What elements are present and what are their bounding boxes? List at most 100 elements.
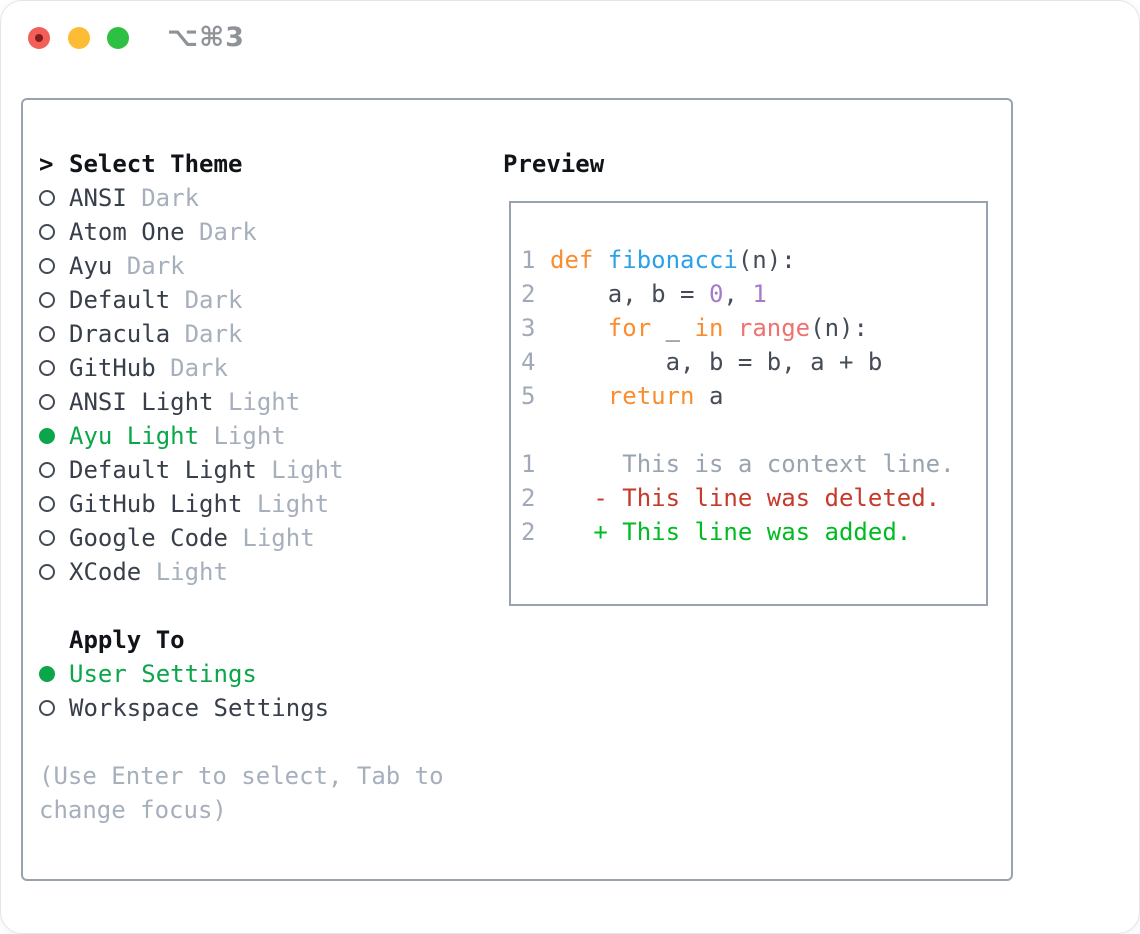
radio-bullet — [39, 428, 69, 444]
code-segment: def — [550, 246, 608, 274]
theme-option[interactable]: Atom One Dark — [39, 215, 485, 249]
code-segment: This is a context line. — [550, 450, 955, 478]
code-segment: - This line was deleted. — [550, 484, 941, 512]
code-line: 2 a, b = 0, 1 — [521, 277, 976, 311]
line-number: 2 — [521, 484, 536, 512]
apply-to-heading: Apply To — [69, 626, 185, 654]
theme-variant-tag: Dark — [199, 218, 257, 246]
code-segment — [550, 314, 608, 342]
theme-variant-tag: Dark — [170, 354, 228, 382]
theme-name: ANSI Light — [69, 388, 214, 416]
theme-name: Google Code — [69, 524, 228, 552]
code-text: - This line was deleted. — [550, 481, 940, 515]
radio-unselected-icon — [39, 700, 55, 716]
code-text: for _ in range(n): — [550, 311, 868, 345]
line-number: 4 — [521, 348, 536, 376]
radio-unselected-icon — [39, 224, 55, 240]
theme-option[interactable]: GitHub Dark — [39, 351, 485, 385]
theme-variant-tag: Dark — [184, 320, 243, 348]
radio-unselected-icon — [39, 258, 55, 274]
line-number: 1 — [521, 246, 536, 274]
keyboard-hint: (Use Enter to select, Tab to change focu… — [39, 762, 444, 824]
radio-bullet — [39, 360, 69, 376]
theme-variant-tag: Light — [256, 490, 330, 518]
window-title: ⌥⌘3 — [167, 22, 245, 53]
theme-variant-tag: Light — [155, 558, 228, 586]
code-segment: range — [737, 314, 811, 342]
code-segment: fibonacci — [607, 246, 738, 274]
radio-bullet — [39, 700, 69, 716]
code-segment: + This line was added. — [550, 518, 912, 546]
code-segment: 1 — [752, 280, 767, 308]
radio-bullet — [39, 394, 69, 410]
theme-option[interactable]: Ayu Light Light — [39, 419, 485, 453]
apply-to-label: User Settings — [69, 660, 257, 688]
radio-bullet — [39, 666, 69, 682]
radio-unselected-icon — [39, 326, 55, 342]
theme-option[interactable]: ANSI Light Light — [39, 385, 485, 419]
code-segment: (n): — [737, 246, 796, 274]
spacer — [39, 589, 485, 623]
code-line: 2 + This line was added. — [521, 515, 976, 549]
apply-to-option[interactable]: Workspace Settings — [39, 691, 485, 725]
code-text: + This line was added. — [550, 515, 911, 549]
radio-selected-icon — [39, 666, 55, 682]
spacer — [39, 725, 485, 759]
theme-name: GitHub — [69, 354, 156, 382]
maximize-button[interactable] — [107, 27, 129, 49]
preview-heading: Preview — [503, 150, 605, 178]
close-button[interactable] — [28, 27, 50, 49]
theme-name: Ayu Light — [69, 422, 200, 450]
theme-name: Default — [69, 286, 171, 314]
line-number — [521, 413, 536, 447]
code-text: a, b = 0, 1 — [550, 277, 767, 311]
code-segment: a, b = — [550, 280, 709, 308]
select-theme-heading: Select Theme — [69, 150, 243, 178]
code-segment — [550, 382, 608, 410]
line-number: 1 — [521, 450, 536, 478]
apply-to-header-row: Apply To — [39, 623, 485, 657]
line-number: 5 — [521, 382, 536, 410]
radio-bullet — [39, 564, 69, 580]
apply-to-option[interactable]: User Settings — [39, 657, 485, 691]
radio-unselected-icon — [39, 190, 55, 206]
code-text: a, b = b, a + b — [550, 345, 883, 379]
code-segment — [723, 314, 737, 342]
code-line: 5 return a — [521, 379, 976, 413]
code-segment: in — [694, 314, 724, 342]
code-line — [521, 413, 976, 447]
theme-name: Default Light — [69, 456, 257, 484]
theme-option[interactable]: XCode Light — [39, 555, 485, 589]
radio-bullet — [39, 496, 69, 512]
theme-name: Atom One — [69, 218, 185, 246]
code-text: This is a context line. — [550, 447, 955, 481]
code-line: 1 This is a context line. — [521, 447, 976, 481]
code-segment: _ — [651, 314, 695, 342]
code-segment: return — [607, 382, 695, 410]
radio-unselected-icon — [39, 564, 55, 580]
theme-name: XCode — [69, 558, 142, 586]
theme-variant-tag: Light — [213, 422, 286, 450]
code-segment: a, b = b, a + b — [550, 348, 883, 376]
theme-variant-tag: Light — [227, 388, 301, 416]
code-segment: a — [694, 382, 724, 410]
selection-caret: > — [39, 150, 54, 178]
code-segment: , — [723, 280, 753, 308]
titlebar: ⌥⌘3 — [1, 1, 1139, 75]
line-number: 2 — [521, 518, 536, 546]
radio-bullet — [39, 530, 69, 546]
code-line: 2 - This line was deleted. — [521, 481, 976, 515]
minimize-button[interactable] — [68, 27, 90, 49]
radio-bullet — [39, 190, 69, 206]
